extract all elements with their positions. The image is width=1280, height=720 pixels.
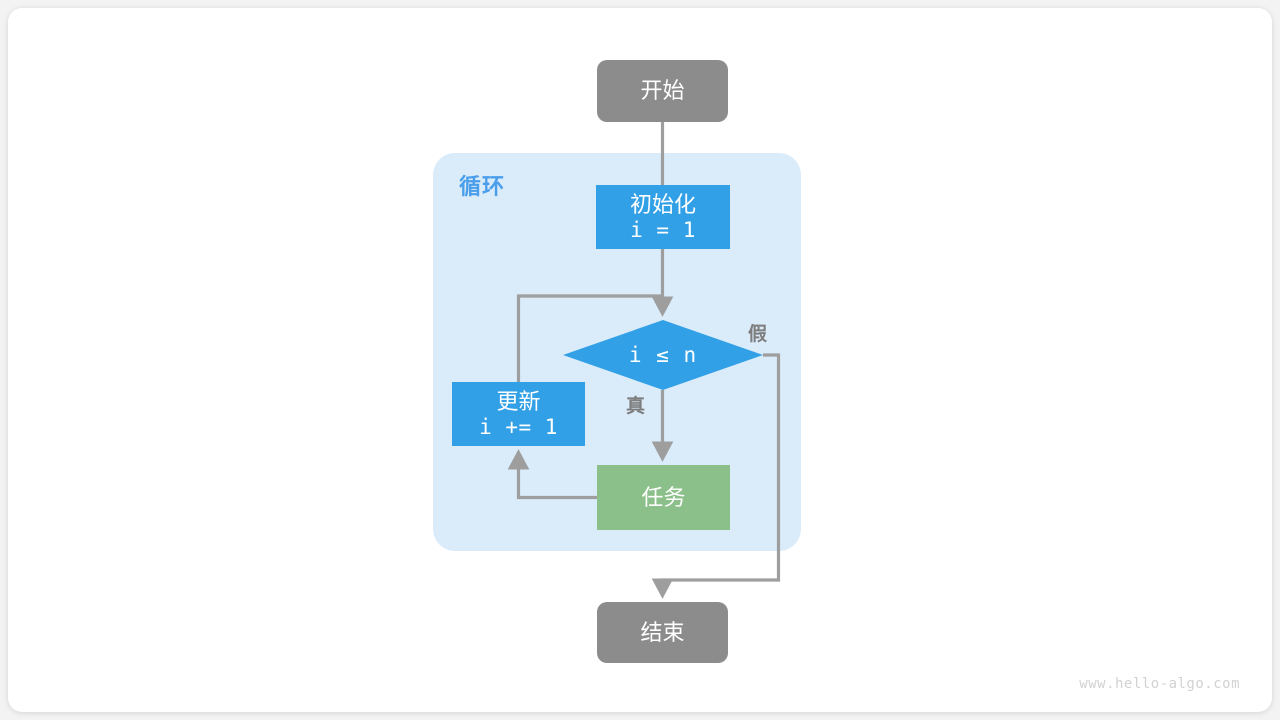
diagram-card: 循环 <box>8 8 1272 712</box>
node-init-code: i = 1 <box>630 217 696 242</box>
node-task-label: 任务 <box>641 484 686 510</box>
node-start-label: 开始 <box>640 78 685 104</box>
edge-label-false: 假 <box>748 324 768 345</box>
node-condition-label: i ≤ n <box>628 343 698 367</box>
node-update-code: i += 1 <box>479 414 558 439</box>
node-start[interactable]: 开始 <box>597 60 728 122</box>
node-update[interactable]: 更新 i += 1 <box>452 382 585 446</box>
node-task[interactable]: 任务 <box>597 465 730 530</box>
node-update-label: 更新 <box>496 389 541 415</box>
node-condition[interactable]: i ≤ n <box>563 320 763 390</box>
watermark: www.hello-algo.com <box>1079 676 1240 692</box>
node-init[interactable]: 初始化 i = 1 <box>596 185 730 249</box>
node-init-label: 初始化 <box>629 192 696 218</box>
loop-group-label: 循环 <box>459 174 506 199</box>
node-end[interactable]: 结束 <box>597 602 728 663</box>
edge-label-true: 真 <box>626 396 646 417</box>
node-end-label: 结束 <box>640 619 685 645</box>
